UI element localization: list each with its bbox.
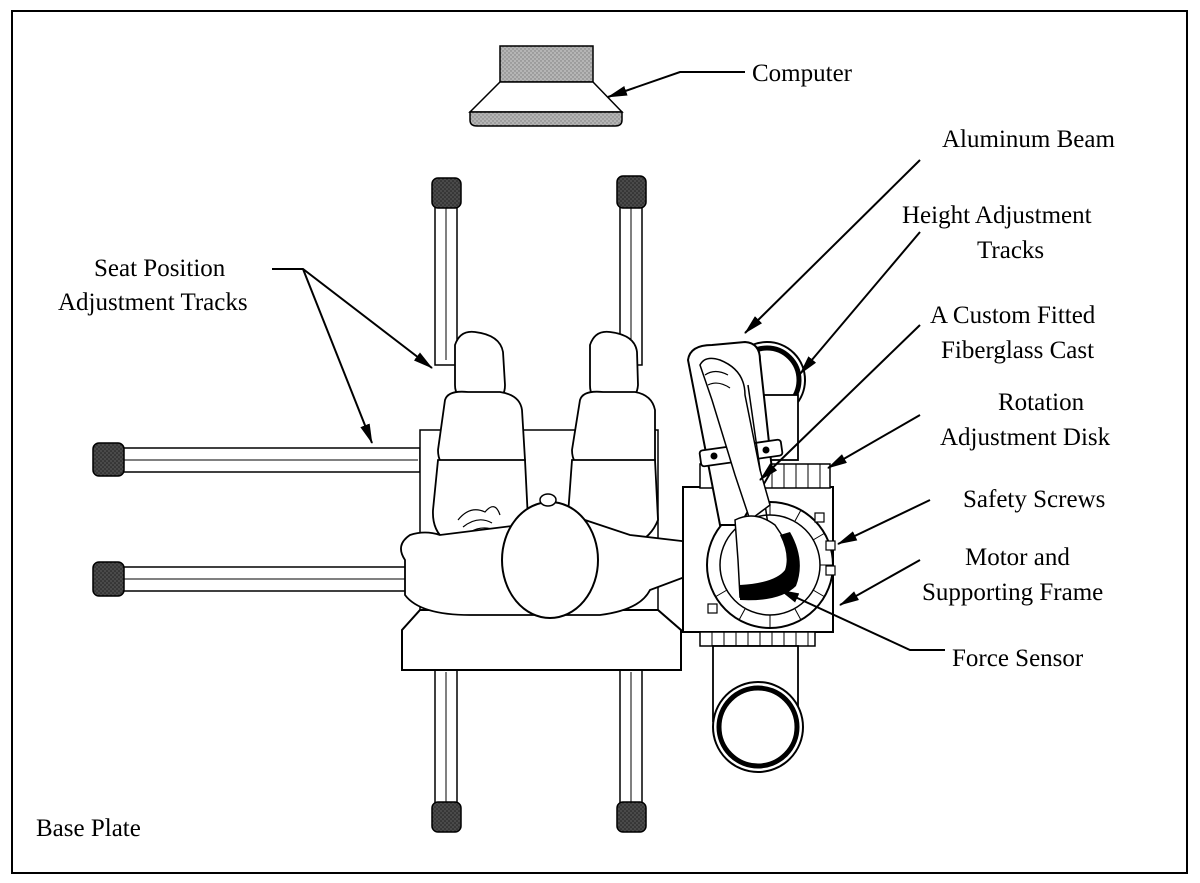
label-height-adjustment-line1: Height Adjustment — [902, 202, 1092, 229]
label-seat-position-line1: Seat Position — [94, 255, 226, 282]
seat-track-vertical-bottom-left — [431, 669, 462, 833]
seat-track-horizontal-top — [92, 442, 421, 477]
label-aluminum-beam: Aluminum Beam — [942, 126, 1115, 153]
seat-track-vertical-right — [616, 175, 647, 366]
leader-lines — [272, 71, 945, 651]
label-custom-cast-line2: Fiberglass Cast — [941, 337, 1094, 364]
computer-icon — [468, 45, 624, 127]
label-force-sensor: Force Sensor — [952, 645, 1084, 672]
label-safety-screws: Safety Screws — [963, 486, 1105, 513]
subject-body — [400, 330, 747, 619]
label-rotation-disk-line1: Rotation — [998, 389, 1085, 416]
safety-screw-icon — [825, 565, 836, 576]
safety-screw-icon — [825, 540, 836, 551]
safety-screw-icon — [814, 512, 825, 523]
label-rotation-disk-line2: Adjustment Disk — [940, 424, 1111, 451]
label-motor-frame-line2: Supporting Frame — [922, 579, 1103, 606]
label-height-adjustment-line2: Tracks — [977, 237, 1044, 264]
force-sensor — [740, 532, 800, 601]
seat-track-vertical-bottom-right — [616, 669, 647, 833]
label-seat-position-line2: Adjustment Tracks — [58, 289, 248, 316]
seat-track-horizontal-bottom — [92, 561, 421, 597]
safety-screw-icon — [707, 603, 718, 614]
label-motor-frame-line1: Motor and — [965, 544, 1070, 571]
seat-track-vertical-left — [431, 177, 462, 366]
label-custom-cast-line1: A Custom Fitted — [930, 302, 1096, 329]
label-base-plate: Base Plate — [36, 815, 141, 842]
label-computer: Computer — [752, 60, 853, 87]
base-plate-border — [11, 10, 1188, 874]
